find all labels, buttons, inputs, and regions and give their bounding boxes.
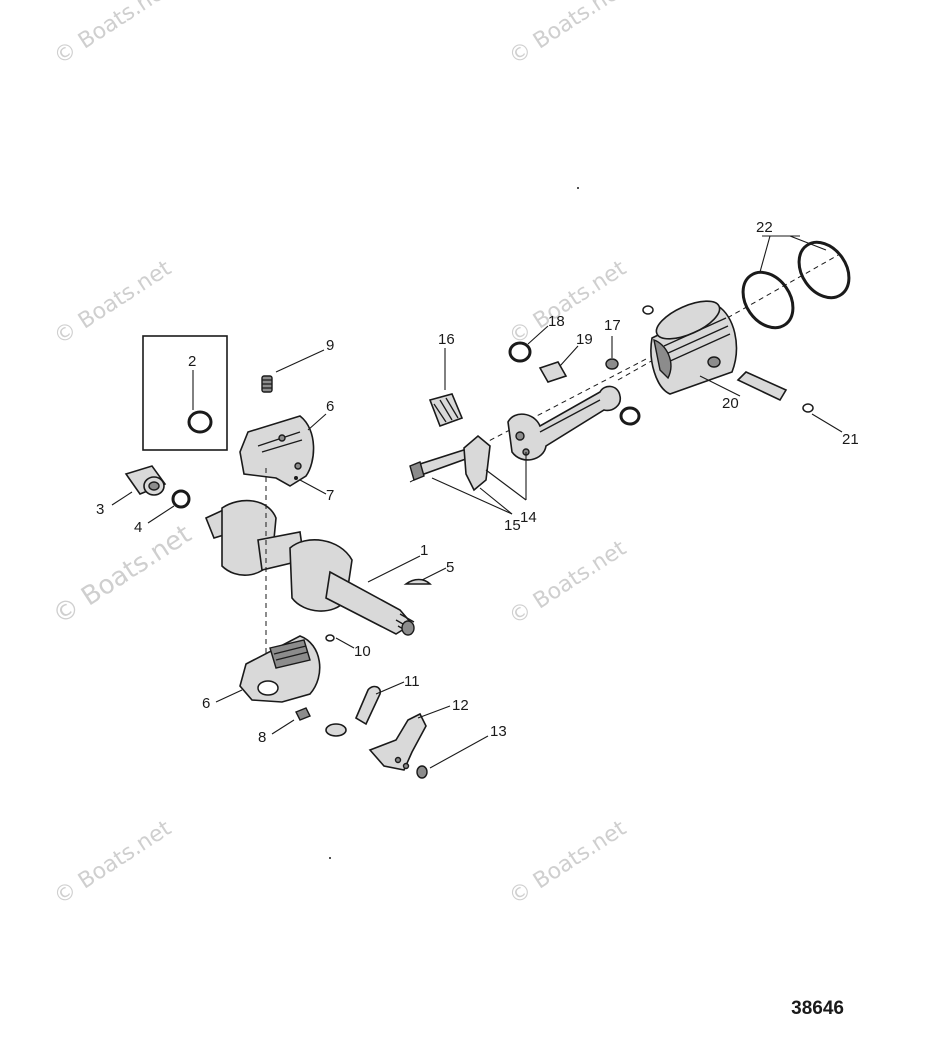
leader-line [699,375,741,397]
watermark: © Boats.net [505,0,631,70]
leader-line [479,487,513,515]
callout-3: 3 [96,501,104,518]
watermark: © Boats.net [47,519,196,631]
bracket-12 [368,712,427,771]
stray-dot [577,187,579,189]
leader-line [759,235,771,273]
pin-11 [325,685,382,737]
screw-13 [416,765,428,779]
o-ring [187,410,213,434]
rod-cap [463,434,491,492]
leader-line [527,325,549,345]
leader-line [417,705,451,719]
piston-pin [736,371,788,402]
callout-21: 21 [842,431,859,448]
piston [650,300,738,395]
callout-6: 6 [326,398,334,415]
leader-line [559,345,579,367]
leader-line [307,413,327,431]
bushing [124,465,167,496]
leader-line [429,735,489,769]
leader-line [485,469,527,501]
piston-ring [797,240,851,300]
leader-line [375,681,405,695]
pin-10 [325,634,335,642]
circlip-right [802,403,814,413]
bearing-upper [239,415,315,487]
screw-9 [261,375,273,393]
piston-ring [741,270,795,330]
watermark: © Boats.net [505,816,631,910]
callout-6b: 6 [202,695,210,712]
leader-line [367,555,421,583]
callout-8: 8 [258,729,266,746]
thrust-washer [508,341,532,363]
callout-16: 16 [438,331,455,348]
callout-18: 18 [548,313,565,330]
leader-line [421,567,447,581]
stray-dot [329,857,331,859]
needle-bearing [428,393,464,428]
callout-19: 19 [576,331,593,348]
watermark: © Boats.net [50,816,176,910]
leader-line [147,505,175,524]
detail-box [142,335,228,451]
piston-washer [619,406,641,426]
callout-11: 11 [404,673,420,690]
watermark: © Boats.net [505,256,631,350]
leader-line [275,349,325,373]
watermark: © Boats.net [50,0,176,70]
watermarks: © Boats.net © Boats.net © Boats.net © Bo… [47,0,631,910]
leader-line [789,235,827,251]
connecting-rod [507,385,622,461]
screw-8 [295,707,311,721]
callout-20: 20 [722,395,739,412]
callout-15: 15 [504,517,521,534]
leader-line [431,477,513,515]
leader-line [111,491,133,506]
callout-10: 10 [354,643,371,660]
crankshaft [204,499,415,636]
part-17 [605,358,619,370]
callout-1: 1 [420,542,428,559]
leader-line [335,637,355,649]
woodruff-key [403,578,432,585]
leader-line [811,413,843,433]
leader-line [215,689,243,703]
leader-line [271,719,295,735]
callout-22: 22 [756,219,773,236]
callout-4: 4 [134,519,142,536]
callout-2: 2 [188,353,196,370]
callout-14: 14 [520,509,537,526]
callout-17: 17 [604,317,621,334]
leader-line [299,479,327,495]
circlip-left [642,305,654,315]
washer [171,489,191,509]
roller [538,361,568,383]
figure-reference-number: 38646 [791,998,844,1019]
callout-5: 5 [446,559,454,576]
dowel-pin [294,476,298,480]
callout-7: 7 [326,487,334,504]
watermark: © Boats.net [505,536,631,630]
callout-9: 9 [326,337,334,354]
bearing-lower [239,635,321,703]
callout-12: 12 [452,697,469,714]
callout-13: 13 [490,723,507,740]
